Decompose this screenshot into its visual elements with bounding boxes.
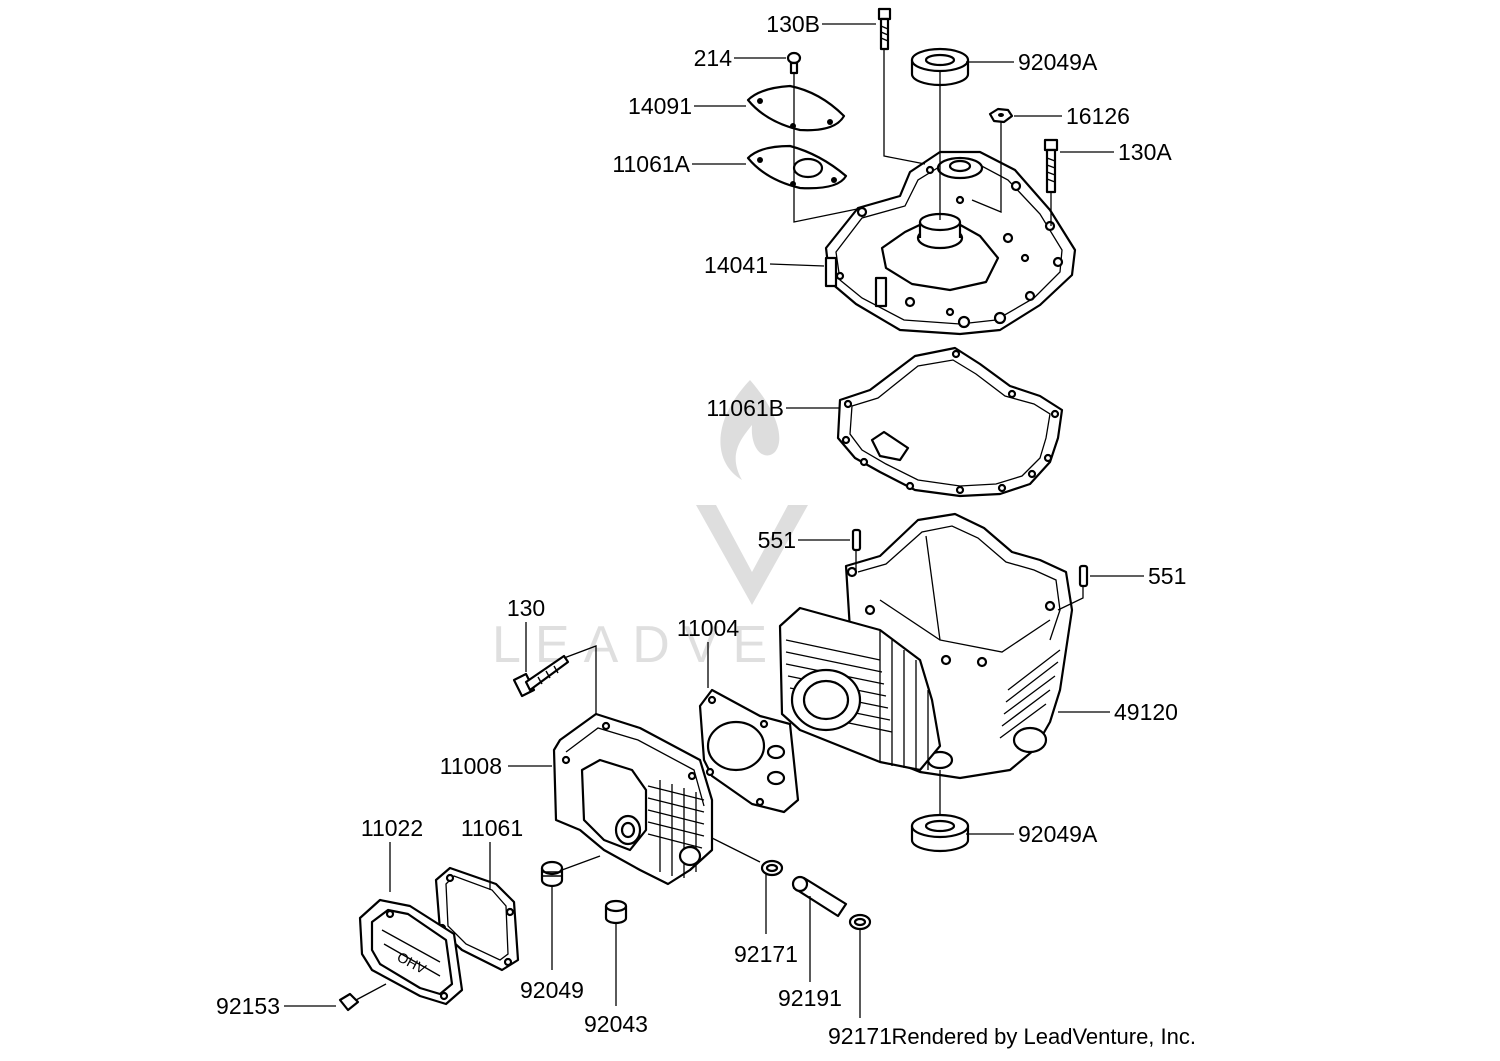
label-92191: 92191: [778, 985, 842, 1011]
label-16126: 16126: [1066, 103, 1130, 129]
head-gasket-11004-part: [698, 688, 800, 814]
label-130a: 130A: [1118, 139, 1172, 165]
cylinder-head-11008-part: [552, 712, 714, 886]
gasket-11061a-part: [746, 144, 848, 190]
assembly-line-92049: [561, 855, 601, 871]
oil-seal-92049a-bottom-part: [910, 813, 970, 853]
bolt-130a-part: [1043, 138, 1059, 194]
assembly-line-130b: [883, 50, 926, 165]
bolt-130b-part: [877, 7, 892, 51]
dowel-pin-551-right-part: [1078, 564, 1089, 588]
label-92043: 92043: [584, 1011, 648, 1037]
clamp-92171-upper-part: [760, 859, 784, 877]
label-92049: 92049: [520, 977, 584, 1003]
label-130: 130: [507, 595, 545, 621]
head-bolt-130-part: [512, 654, 570, 698]
label-14091: 14091: [628, 93, 692, 119]
label-11008: 11008: [440, 753, 502, 779]
label-130b: 130B: [766, 11, 820, 37]
nut-16126-part: [988, 107, 1014, 124]
assembly-line-16126: [971, 122, 1002, 213]
assembly-line-breather: [711, 837, 761, 863]
label-11061: 11061: [461, 815, 523, 841]
crankcase-49120-part: [778, 512, 1074, 780]
label-551-left: 551: [758, 527, 796, 553]
valve-cover-11022-part: OHV: [358, 898, 464, 1006]
pin-92043-part: [604, 899, 628, 925]
gasket-11061b-part: [836, 346, 1064, 498]
label-11022: 11022: [361, 815, 423, 841]
assembly-line-551-right: [1057, 586, 1084, 611]
valve-seal-92049-part: [540, 860, 564, 888]
clamp-92171-lower-part: [848, 913, 872, 931]
plate-14091-part: [746, 84, 846, 132]
assembly-line-214: [793, 74, 863, 223]
label-92153: 92153: [216, 993, 280, 1019]
crankcase-cover-14041-part: [824, 150, 1077, 336]
leadventure-watermark-logo: [696, 380, 808, 605]
label-92171-lower: 92171: [828, 1023, 892, 1049]
screw-214-part: [786, 51, 802, 75]
label-11004: 11004: [677, 615, 739, 641]
tube-92191-part: [791, 875, 848, 918]
label-92049a-top: 92049A: [1018, 49, 1098, 75]
bolt-92153-part: [338, 983, 387, 1012]
render-credit: Rendered by LeadVenture, Inc.: [891, 1024, 1196, 1049]
label-11061a: 11061A: [612, 151, 690, 177]
label-92171-upper: 92171: [734, 941, 798, 967]
oil-seal-92049a-top-part: [910, 47, 970, 87]
label-214: 214: [694, 45, 733, 71]
leader-lines: [284, 23, 1144, 1018]
label-49120: 49120: [1114, 699, 1178, 725]
label-14041: 14041: [704, 252, 768, 278]
callout-labels: 130B 214 92049A 14091 16126 130A 11061A …: [216, 11, 1186, 1049]
label-92049a-bottom: 92049A: [1018, 821, 1098, 847]
label-551-right: 551: [1148, 563, 1186, 589]
label-11061b: 11061B: [706, 395, 784, 421]
dowel-pin-551-left-part: [851, 528, 862, 552]
